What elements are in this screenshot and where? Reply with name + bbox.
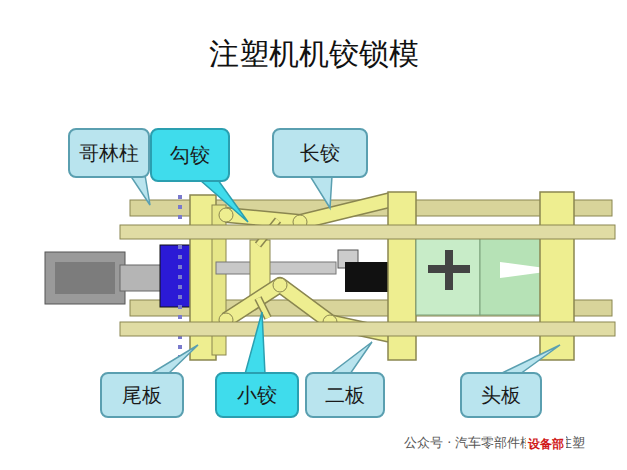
callout-label: 头板 <box>481 382 521 409</box>
callout-label: 哥林柱 <box>79 140 139 167</box>
callout-label: 勾铰 <box>170 142 210 169</box>
callout-label: 小铰 <box>237 382 277 409</box>
callout-box: 勾铰 <box>150 128 230 182</box>
callout-label: 二板 <box>325 382 365 409</box>
callout-box: 尾板 <box>100 372 184 418</box>
callout-box: 小铰 <box>215 372 299 418</box>
callout-box: 头板 <box>460 372 542 418</box>
callout-label: 尾板 <box>122 382 162 409</box>
diagram-title: 注塑机机铰锁模 <box>209 34 419 75</box>
callout-label: 长铰 <box>300 140 340 167</box>
callout-box: 长铰 <box>272 128 368 178</box>
callout-box: 二板 <box>305 372 385 418</box>
callout-box: 哥林柱 <box>68 128 150 178</box>
watermark-stamp: 设备部 <box>526 436 566 453</box>
